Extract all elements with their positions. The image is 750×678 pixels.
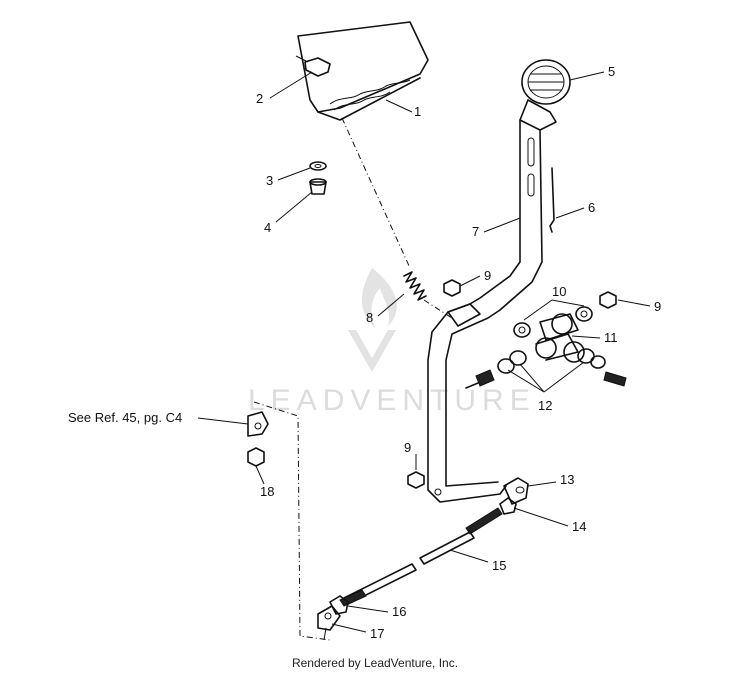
leader-7 xyxy=(483,217,521,233)
nut-14 xyxy=(499,497,517,515)
leader-8 xyxy=(377,293,405,317)
bushing-11 xyxy=(535,313,585,363)
leader-16 xyxy=(347,605,389,613)
leader-5 xyxy=(569,71,605,81)
v-logo-icon xyxy=(348,330,396,372)
washer-12-d xyxy=(590,355,606,369)
callout-13: 13 xyxy=(560,472,574,487)
callout-10: 10 xyxy=(552,284,566,299)
leader-3 xyxy=(277,167,311,181)
leader-2 xyxy=(269,71,313,99)
pedal-arm-7 xyxy=(427,119,543,503)
callout-5: 5 xyxy=(608,64,615,79)
washer-10-right xyxy=(575,306,593,322)
leader-17 xyxy=(331,623,367,633)
rod-end-17 xyxy=(317,605,341,631)
bolt-right xyxy=(603,371,627,387)
leader-12-right xyxy=(543,361,585,393)
callout-2: 2 xyxy=(256,91,263,106)
washer-10-left xyxy=(513,322,531,338)
leader-9-right xyxy=(617,299,651,307)
nut-9-right xyxy=(599,291,617,309)
spring-8 xyxy=(403,271,427,301)
nut-16 xyxy=(329,595,349,615)
threaded-section xyxy=(465,507,503,535)
leader-18 xyxy=(255,465,265,485)
leader-ref xyxy=(197,417,249,425)
callout-11: 11 xyxy=(604,330,618,345)
callout-3: 3 xyxy=(266,173,273,188)
leader-15 xyxy=(449,549,489,563)
callout-6: 6 xyxy=(588,200,595,215)
leader-9-upper xyxy=(459,275,481,287)
callout-7: 7 xyxy=(472,224,479,239)
leader-11 xyxy=(571,335,601,339)
callout-9-upper: 9 xyxy=(484,268,491,283)
leadventure-watermark: LEADVENTURE xyxy=(248,268,536,417)
leader-4 xyxy=(275,191,313,223)
callout-9-right: 9 xyxy=(654,299,661,314)
leader-10 xyxy=(523,299,585,321)
callout-18: 18 xyxy=(260,484,274,499)
washer-3 xyxy=(309,161,327,171)
callout-16: 16 xyxy=(392,604,406,619)
reference-note: See Ref. 45, pg. C4 xyxy=(68,410,182,425)
callout-15: 15 xyxy=(492,558,506,573)
pedal-pad-5 xyxy=(519,59,571,131)
footer-credit: Rendered by LeadVenture, Inc. xyxy=(291,656,459,670)
ref-bracket xyxy=(247,411,269,437)
callout-12: 12 xyxy=(538,398,552,413)
leader-13 xyxy=(527,481,557,487)
nut-9-upper xyxy=(443,279,461,297)
nut-4 xyxy=(309,181,327,195)
callout-8: 8 xyxy=(366,310,373,325)
leader-1 xyxy=(385,99,413,113)
nut-18 xyxy=(247,447,265,467)
callout-1: 1 xyxy=(414,104,421,119)
callout-17: 17 xyxy=(370,626,384,641)
pin-6 xyxy=(549,167,555,233)
nut-9-lower xyxy=(407,471,425,489)
callout-9-lower: 9 xyxy=(404,440,411,455)
mounting-plate xyxy=(295,21,429,121)
callout-14: 14 xyxy=(572,519,586,534)
callout-4: 4 xyxy=(264,220,271,235)
washer-12-b xyxy=(509,350,527,366)
flame-logo-icon xyxy=(361,268,397,328)
rod-15-upper xyxy=(419,531,475,565)
watermark-text: LEADVENTURE xyxy=(248,384,536,417)
leader-6 xyxy=(555,207,585,219)
washer-12-c xyxy=(577,348,595,364)
washer-12-a xyxy=(497,358,515,374)
leader-14 xyxy=(513,507,569,527)
